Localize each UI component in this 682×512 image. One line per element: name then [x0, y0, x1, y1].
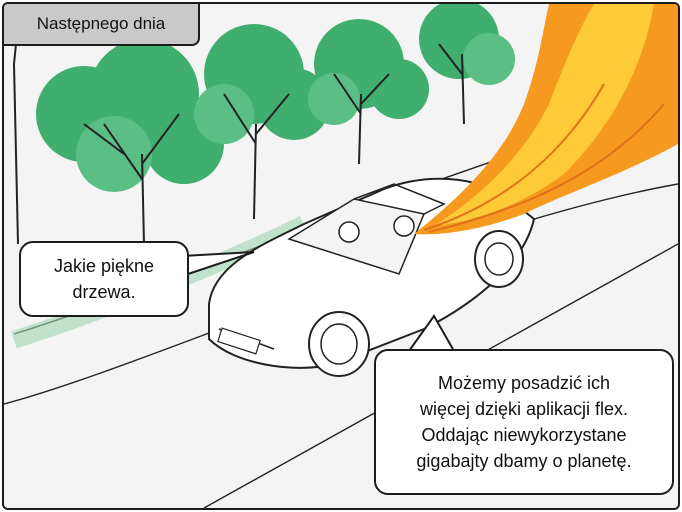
speech-right-line-3: Oddając niewykorzystane [421, 425, 627, 445]
speech-left-line-1: Jakie piękne [53, 256, 155, 276]
speech-left-line-2: drzewa. [72, 282, 136, 302]
scene-illustration [4, 4, 678, 508]
tree-right [308, 19, 429, 165]
speech-right-line-2: więcej dzięki aplikacji flex. [419, 399, 629, 419]
caption-box: Następnego dnia [4, 4, 200, 46]
flame-trail [414, 4, 678, 235]
speech-bubble-left: Jakie piękne drzewa. [19, 241, 189, 317]
speech-tail-left [181, 251, 255, 277]
speech-bubble-right: Możemy posadzić ich więcej dzięki aplika… [374, 349, 674, 495]
speech-right-line-4: gigabajty dbamy o planetę. [416, 451, 632, 471]
speech-tail-right [408, 314, 455, 352]
speech-right-line-1: Możemy posadzić ich [437, 373, 611, 393]
tree-left [36, 39, 224, 245]
tree-far-right [419, 4, 515, 125]
tree-middle [194, 24, 330, 220]
caption-text: Następnego dnia [36, 14, 166, 33]
